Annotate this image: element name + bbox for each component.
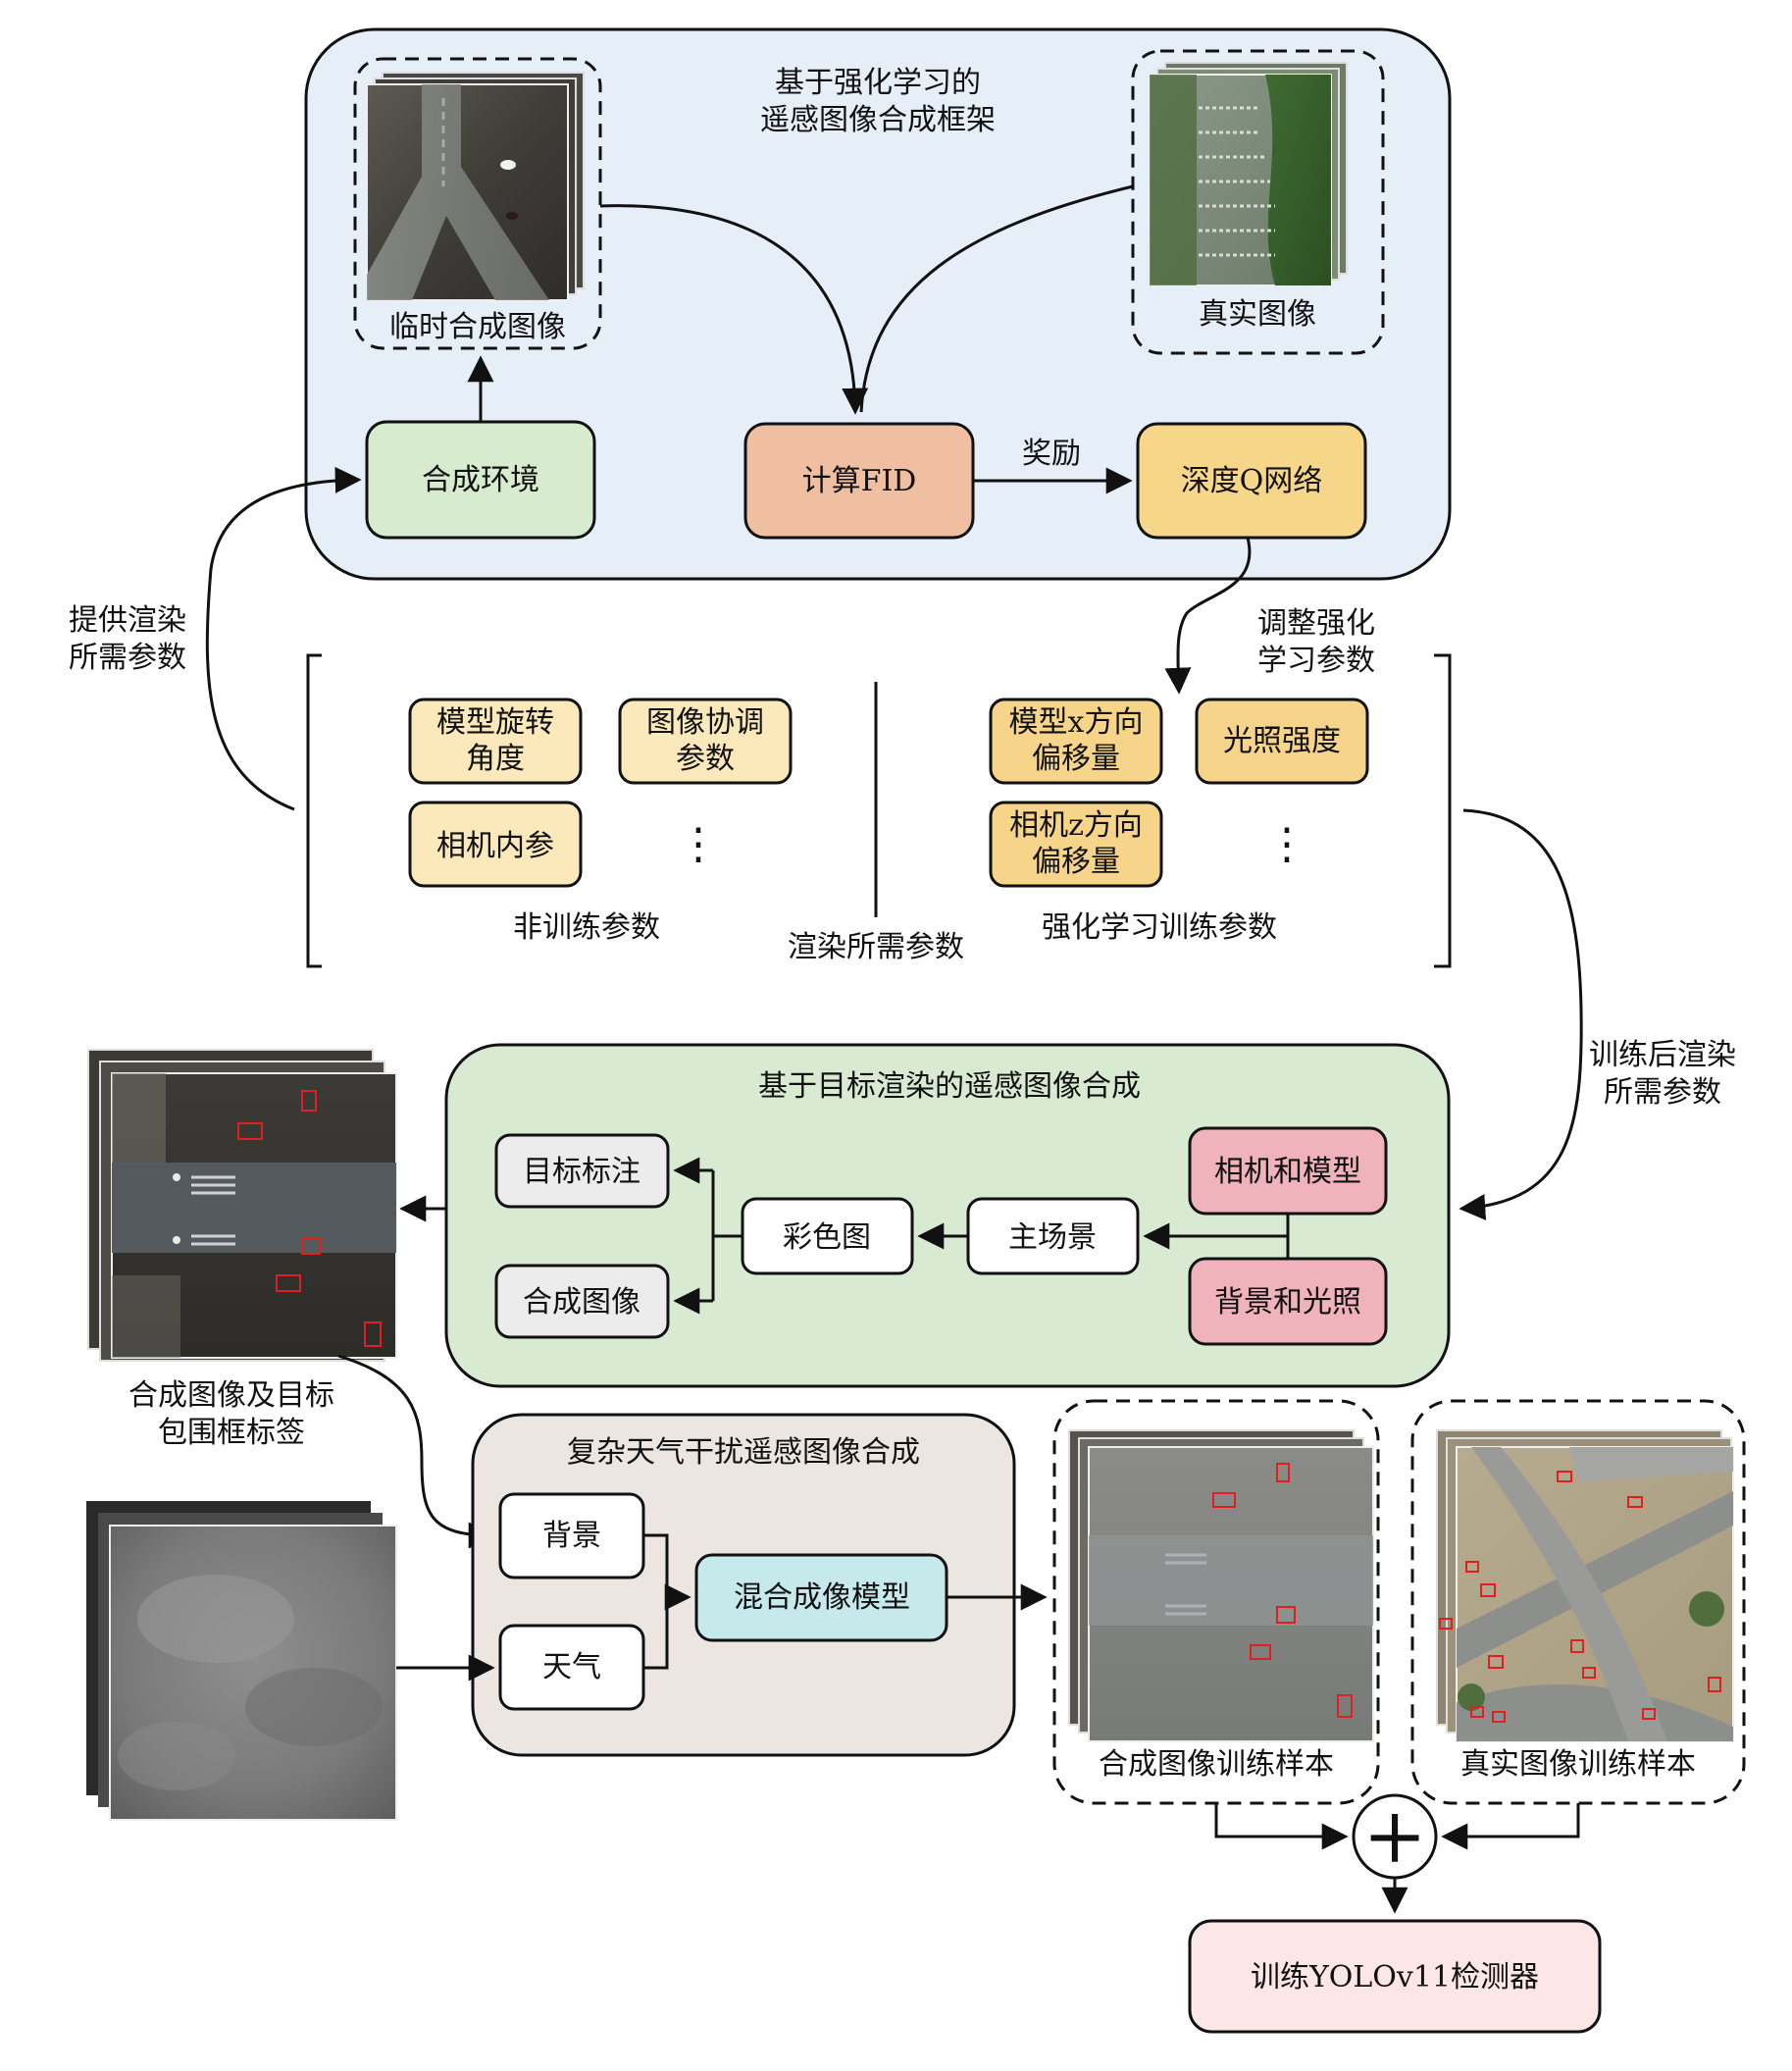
arrow-temp-to-fid xyxy=(599,204,869,415)
weather-images-stack xyxy=(86,1501,397,1821)
rl-framework-title-line2: 遥感图像合成框架 xyxy=(760,103,996,137)
provide-params-line2: 所需参数 xyxy=(69,641,186,675)
synth-samples-label: 合成图像训练样本 xyxy=(1099,1747,1334,1782)
svg-text:彩色图: 彩色图 xyxy=(783,1220,871,1255)
synth-image-box: 合成图像 xyxy=(494,1264,670,1339)
arrow-trained-params-to-render xyxy=(1459,808,1583,1220)
param-image-harmonize: 图像协调 参数 xyxy=(618,698,793,785)
real-samples-stack xyxy=(1436,1429,1734,1742)
synthesis-env-label: 合成环境 xyxy=(422,463,539,497)
arrow-real-to-plus xyxy=(1441,1803,1580,1850)
svg-text:偏移量: 偏移量 xyxy=(1032,742,1120,776)
trained-params-line1: 训练后渲染 xyxy=(1589,1038,1736,1072)
svg-text:背景和光照: 背景和光照 xyxy=(1214,1285,1361,1320)
output-synth-image-stack xyxy=(87,1049,397,1362)
render-params-label: 渲染所需参数 xyxy=(788,930,964,964)
main-scene-box: 主场景 xyxy=(966,1197,1140,1275)
dqn-label: 深度Q网络 xyxy=(1181,464,1323,498)
svg-text:天气: 天气 xyxy=(542,1650,601,1684)
params-bracket-right xyxy=(1434,653,1452,968)
adjust-params-line2: 学习参数 xyxy=(1257,644,1375,678)
rl-framework-title-line1: 基于强化学习的 xyxy=(775,66,981,100)
fid-label: 计算FID xyxy=(802,464,917,498)
adjust-params-line1: 调整强化 xyxy=(1257,606,1375,641)
svg-text:参数: 参数 xyxy=(676,742,735,776)
provide-params-line1: 提供渲染 xyxy=(69,603,186,638)
synth-samples-stack xyxy=(1068,1429,1374,1742)
real-samples-label: 真实图像训练样本 xyxy=(1460,1747,1696,1782)
dqn-box xyxy=(1136,422,1367,540)
non-train-ellipsis: ⋮ xyxy=(677,819,720,869)
bg-light-box: 背景和光照 xyxy=(1188,1257,1388,1346)
svg-text:偏移量: 偏移量 xyxy=(1032,845,1120,879)
plus-symbol: + xyxy=(1362,1792,1426,1881)
detector-box: 训练YOLOv11检测器 xyxy=(1188,1919,1602,2034)
arrow-dqn-to-params xyxy=(1164,537,1252,695)
svg-text:相机z方向: 相机z方向 xyxy=(1009,808,1143,843)
svg-text:相机和模型: 相机和模型 xyxy=(1214,1155,1361,1189)
temp-images-label: 临时合成图像 xyxy=(389,310,566,344)
target-annotation-box: 目标标注 xyxy=(494,1133,670,1209)
rl-train-params-label: 强化学习训练参数 xyxy=(1042,910,1277,945)
weather-box: 天气 xyxy=(498,1624,645,1711)
non-train-params-label: 非训练参数 xyxy=(513,910,660,945)
svg-text:训练YOLOv11检测器: 训练YOLOv11检测器 xyxy=(1251,1960,1539,1994)
arrow-real-to-fid xyxy=(859,184,1134,413)
reward-label: 奖励 xyxy=(1022,437,1081,471)
svg-text:图像协调: 图像协调 xyxy=(646,705,764,740)
output-label-line2: 包围框标签 xyxy=(158,1416,305,1450)
camera-model-box: 相机和模型 xyxy=(1188,1126,1388,1216)
svg-text:主场景: 主场景 xyxy=(1008,1220,1097,1255)
arrow-params-to-env xyxy=(205,466,362,811)
output-label-line1: 合成图像及目标 xyxy=(128,1378,334,1413)
color-image-box: 彩色图 xyxy=(741,1197,914,1275)
svg-text:混合成像模型: 混合成像模型 xyxy=(734,1580,910,1615)
weather-title: 复杂天气干扰遥感图像合成 xyxy=(567,1435,920,1470)
param-model-x-offset: 模型x方向 偏移量 xyxy=(989,698,1163,785)
arrow-output-to-background xyxy=(337,1354,495,1549)
svg-text:模型x方向: 模型x方向 xyxy=(1009,705,1144,740)
svg-text:模型旋转: 模型旋转 xyxy=(436,705,554,740)
svg-text:光照强度: 光照强度 xyxy=(1223,724,1341,758)
trained-params-line2: 所需参数 xyxy=(1604,1075,1721,1110)
real-images-stack xyxy=(1149,62,1348,286)
mixing-model-box: 混合成像模型 xyxy=(694,1553,948,1642)
params-bracket-left xyxy=(306,653,322,968)
rl-train-ellipsis: ⋮ xyxy=(1265,819,1308,869)
temp-images-group xyxy=(353,57,602,350)
param-light-intensity: 光照强度 xyxy=(1195,698,1369,785)
param-model-rotation: 模型旋转 角度 xyxy=(408,698,583,785)
svg-text:角度: 角度 xyxy=(466,742,525,776)
temp-images-stack xyxy=(366,72,585,301)
real-images-label: 真实图像 xyxy=(1199,297,1316,332)
real-samples-group xyxy=(1410,1399,1746,1805)
svg-text:背景: 背景 xyxy=(542,1519,601,1553)
arrow-synth-to-plus xyxy=(1214,1803,1349,1850)
param-camera-intrinsics: 相机内参 xyxy=(408,801,583,888)
param-camera-z-offset: 相机z方向 偏移量 xyxy=(989,801,1163,888)
target-render-title: 基于目标渲染的遥感图像合成 xyxy=(758,1069,1141,1104)
svg-text:相机内参: 相机内参 xyxy=(436,829,554,863)
svg-text:目标标注: 目标标注 xyxy=(523,1155,640,1189)
background-box: 背景 xyxy=(498,1492,645,1579)
svg-text:合成图像: 合成图像 xyxy=(523,1285,640,1320)
real-images-group xyxy=(1131,49,1385,355)
